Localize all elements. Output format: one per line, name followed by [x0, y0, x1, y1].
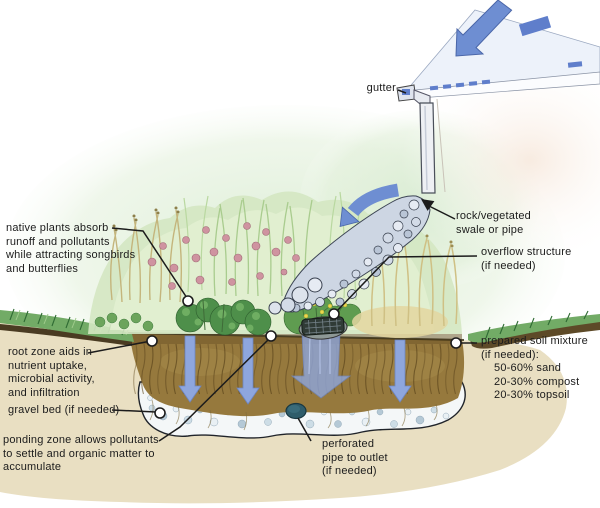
ponding-zone-line [158, 338, 270, 442]
seed-heads [112, 206, 180, 232]
perforated-pipe [285, 402, 307, 420]
root-streaks [133, 343, 458, 395]
rain-arrow-icon [455, 0, 513, 57]
infiltration-arrows [178, 333, 412, 405]
ponding-zone-dot [265, 330, 277, 342]
label-native-plants: native plants absorb runoff and pollutan… [6, 222, 136, 275]
prepared-soil-dot [450, 337, 462, 349]
swale-line-arrowhead [421, 199, 435, 211]
root-zone-line [87, 340, 152, 354]
gutter-line [397, 89, 407, 94]
label-gravel-bed: gravel bed (if needed) [8, 404, 120, 416]
native-plants-dot [182, 295, 194, 307]
native-plants-line [111, 227, 188, 299]
wall-corner [436, 98, 446, 193]
leafy-shrubs [175, 297, 272, 336]
right-lawn [468, 310, 600, 349]
wheat-tuft [352, 306, 448, 338]
overflow-line [335, 255, 478, 313]
leader-lines [87, 89, 478, 442]
label-swale: rock/vegetated swale or pipe [456, 210, 531, 236]
hanging-roots [149, 399, 438, 431]
swale-line [428, 205, 456, 220]
soil-block [127, 332, 465, 431]
pink-flowers [147, 222, 300, 290]
label-perforated-pipe: perforated pipe to outlet (if needed) [322, 438, 388, 477]
grass-blades [485, 310, 589, 339]
label-overflow: overflow structure (if needed) [481, 246, 572, 272]
ground-cover [94, 312, 154, 332]
gutter-mark [402, 89, 410, 95]
rock-swale [268, 195, 431, 315]
shingles [429, 15, 583, 91]
swale-boulders [268, 277, 323, 315]
gravel-bed-line [111, 409, 157, 413]
label-root-zone: root zone aids in nutrient uptake, micro… [8, 346, 95, 399]
label-ponding-zone: ponding zone allows pollutants to settle… [3, 434, 159, 473]
overflow-grate [298, 316, 348, 340]
swale-arrow-icon [339, 183, 400, 228]
roof [405, 9, 600, 92]
downspout [419, 102, 436, 194]
label-gutter: gutter [366, 82, 396, 94]
callout-dots [146, 295, 462, 419]
label-prepared-soil: prepared soil mixture (if needed): 50-60… [481, 335, 588, 401]
swale-rocks [291, 199, 421, 313]
house [396, 9, 600, 194]
overflow-dot [328, 308, 340, 320]
perforated-pipe-line [297, 417, 312, 442]
gravel-bed-dot [154, 407, 166, 419]
root-zone-dot [146, 335, 158, 347]
water-streaks [308, 335, 331, 375]
